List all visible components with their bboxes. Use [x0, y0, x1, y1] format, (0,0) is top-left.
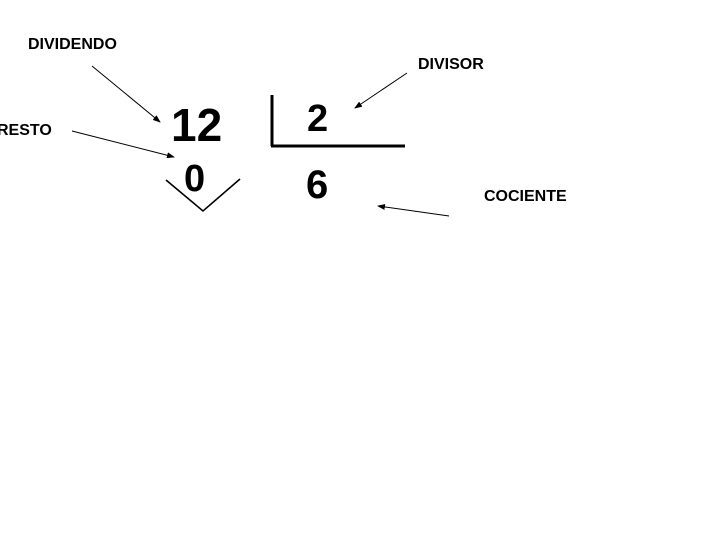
quotient-arrow: [377, 204, 450, 217]
dividend-number: 12: [171, 99, 223, 151]
divisor-label: DIVISOR: [418, 56, 484, 73]
quotient-label: COCIENTE: [484, 188, 567, 205]
divisor-arrow: [354, 72, 408, 109]
remainder-check-mark: [165, 178, 241, 213]
remainder-arrow: [71, 130, 175, 159]
quotient-number: 6: [306, 163, 329, 207]
remainder-number: 0: [184, 158, 206, 200]
remainder-label: RESTO: [0, 122, 52, 139]
dividend-arrow: [91, 65, 161, 123]
dividend-label: DIVIDENDO: [28, 36, 117, 53]
divisor-number: 2: [307, 98, 329, 140]
